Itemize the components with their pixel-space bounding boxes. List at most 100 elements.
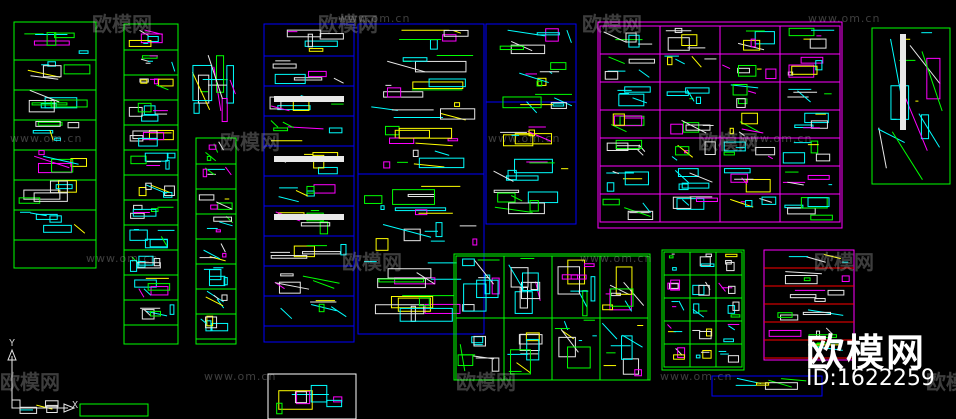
magenta-grid-detail xyxy=(632,97,648,104)
green-small-grid-detail xyxy=(728,285,736,294)
part-detail xyxy=(203,249,221,260)
magenta-grid-detail xyxy=(729,127,734,135)
part-detail xyxy=(142,131,165,141)
part-detail xyxy=(785,271,822,275)
part-detail xyxy=(891,131,923,180)
magenta-grid-detail xyxy=(741,128,764,134)
magenta-grid-detail xyxy=(745,200,753,208)
magenta-grid-detail xyxy=(787,181,804,186)
green-small-grid-cell xyxy=(663,343,691,368)
part-detail xyxy=(920,114,930,140)
watermark-brand: 欧模网 xyxy=(698,130,758,154)
magenta-grid-cell xyxy=(779,165,841,195)
part-detail xyxy=(221,98,228,123)
green-grid-detail xyxy=(557,266,580,295)
green-grid-detail xyxy=(634,369,642,377)
part-detail xyxy=(171,61,176,72)
part-detail xyxy=(536,32,560,36)
part-detail xyxy=(165,159,170,170)
part-detail xyxy=(208,144,217,150)
part-detail xyxy=(63,64,91,75)
part-detail xyxy=(510,195,523,202)
part-detail xyxy=(54,137,61,141)
magenta-grid-detail xyxy=(682,122,700,133)
part-detail xyxy=(806,256,826,263)
part-detail xyxy=(28,99,55,113)
green-small-grid-detail xyxy=(727,355,740,363)
green-grid-detail xyxy=(521,272,539,291)
part-detail xyxy=(326,399,343,408)
part-detail xyxy=(140,58,150,63)
part-detail xyxy=(218,141,224,151)
part-detail xyxy=(210,204,218,210)
part-detail xyxy=(217,202,233,210)
magenta-grid-detail xyxy=(815,60,823,71)
part-detail xyxy=(377,278,426,289)
watermark-url: www.om.cn xyxy=(808,12,881,25)
part-detail xyxy=(46,32,57,46)
watermark-brand: 欧模网 xyxy=(318,12,378,36)
part-detail xyxy=(129,260,138,272)
magenta-grid-cell xyxy=(779,193,841,223)
part-detail xyxy=(502,96,542,109)
watermark-url: www.om.cn xyxy=(740,132,813,145)
green-grid-detail xyxy=(590,276,596,302)
id-brand-title: 欧模网 xyxy=(806,331,927,375)
part-detail xyxy=(387,60,426,73)
part-detail xyxy=(33,40,70,46)
green-grid-detail xyxy=(459,344,466,372)
ucs-x-label: X xyxy=(72,400,79,411)
magenta-grid-detail xyxy=(723,168,751,174)
part-detail xyxy=(23,189,61,200)
part-detail xyxy=(202,168,208,178)
part-detail xyxy=(33,192,68,202)
green-small-grid-detail xyxy=(699,330,712,340)
magenta-grid-detail xyxy=(606,182,615,192)
part-detail xyxy=(215,55,225,93)
part-detail xyxy=(418,297,430,307)
part-detail xyxy=(389,137,415,144)
magenta-grid-detail xyxy=(667,37,690,51)
part-detail xyxy=(216,201,233,210)
magenta-grid-detail xyxy=(723,151,735,156)
magenta-grid-detail xyxy=(745,178,771,193)
part-detail xyxy=(19,406,38,414)
magenta-grid-cell xyxy=(659,165,721,195)
part-detail xyxy=(390,296,434,309)
magenta-grid-detail xyxy=(737,64,757,77)
part-detail xyxy=(169,304,175,315)
part-detail xyxy=(151,184,170,193)
part-detail xyxy=(276,402,283,415)
part-detail xyxy=(31,102,68,106)
part-detail xyxy=(32,129,54,134)
part-detail xyxy=(364,195,383,204)
magenta-grid-detail xyxy=(685,124,711,131)
magenta-grid-detail xyxy=(675,58,685,65)
green-small-grid-detail xyxy=(668,255,674,259)
part-detail xyxy=(209,269,222,281)
green-small-grid-detail xyxy=(692,284,705,296)
green-small-grid-cell xyxy=(663,251,691,276)
magenta-grid-detail xyxy=(787,207,816,215)
magenta-grid-detail xyxy=(627,210,654,221)
part-detail xyxy=(222,252,227,258)
part-detail xyxy=(340,243,347,256)
part-detail xyxy=(825,327,833,335)
magenta-grid-detail xyxy=(810,214,833,221)
magenta-grid-detail xyxy=(674,169,690,184)
magenta-grid-detail xyxy=(612,113,625,126)
part-detail xyxy=(386,87,402,98)
green-small-grid-detail xyxy=(669,283,679,289)
green-small-grid-detail xyxy=(672,267,677,271)
part-detail xyxy=(402,57,428,62)
green-grid-detail xyxy=(457,354,474,366)
green-grid-detail xyxy=(622,358,640,375)
part-detail xyxy=(147,35,159,43)
part-detail xyxy=(418,157,465,169)
part-detail xyxy=(213,294,220,300)
part-detail xyxy=(499,45,524,51)
magenta-grid-detail xyxy=(807,174,830,180)
part-detail xyxy=(139,78,149,83)
sheet-subframe xyxy=(485,23,577,103)
